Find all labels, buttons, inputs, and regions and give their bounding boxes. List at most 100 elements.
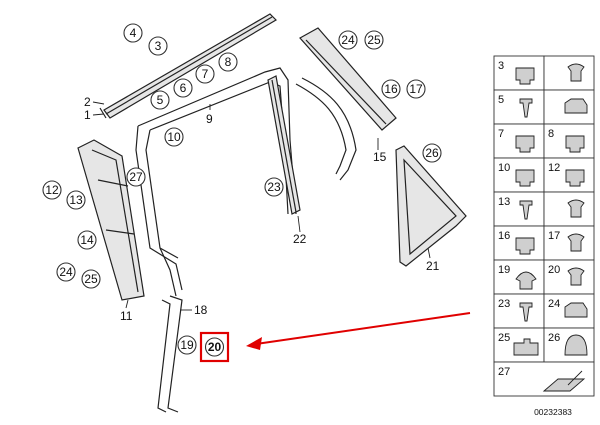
legend-cell[interactable]: 19	[493, 259, 545, 295]
clip-icon	[515, 67, 535, 85]
svg-text:20: 20	[208, 340, 222, 354]
legend-cell[interactable]: 8	[543, 123, 595, 159]
legend-cell[interactable]: 7	[493, 123, 545, 159]
bracket-clip-icon	[564, 98, 588, 114]
svg-text:23: 23	[267, 180, 281, 194]
callout-14[interactable]: 14	[77, 230, 97, 250]
legend-cell[interactable]: 12	[543, 157, 595, 193]
legend-cell-number: 5	[498, 94, 504, 106]
legend-cell[interactable]: 24	[543, 293, 595, 329]
svg-text:24: 24	[341, 33, 355, 47]
legend-cell-number: 10	[498, 162, 510, 174]
callout-5[interactable]: 5	[150, 90, 170, 110]
legend-cell[interactable]: 16	[493, 225, 545, 261]
label-11: 11	[120, 309, 133, 323]
callout-8[interactable]: 8	[218, 52, 238, 72]
legend-cell[interactable]: 3	[493, 55, 545, 91]
dome-clip-icon	[515, 271, 537, 290]
legend-cell[interactable]: 25	[493, 327, 545, 363]
callout-24a[interactable]: 24	[56, 262, 76, 282]
label-9: 9	[206, 112, 213, 126]
top-right-trim	[299, 27, 397, 131]
legend-cell-number: 12	[548, 162, 560, 174]
legend-cell[interactable]	[543, 89, 595, 125]
bracket-clip-icon	[564, 302, 588, 318]
callout-17[interactable]: 17	[406, 79, 426, 99]
label-15: 15	[373, 150, 387, 164]
callout-16[interactable]: 16	[381, 79, 401, 99]
callouts: 4 3 5 6 7 8 10 12 13 27 14 24 25 24 25 1…	[42, 23, 442, 355]
legend-cell-number: 26	[548, 332, 560, 344]
legend-cell-number: 3	[498, 60, 504, 72]
push-rivet-icon	[567, 199, 585, 218]
legend-cell-number: 23	[498, 298, 510, 310]
svg-text:10: 10	[167, 130, 181, 144]
part-drawings	[77, 13, 467, 413]
cap-icon	[564, 334, 588, 356]
callout-23[interactable]: 23	[264, 177, 284, 197]
legend-cell[interactable]: 13	[493, 191, 545, 227]
svg-text:14: 14	[80, 233, 94, 247]
svg-text:7: 7	[202, 67, 209, 81]
door-frame-seal	[137, 67, 297, 215]
legend-cell[interactable]: 17	[543, 225, 595, 261]
svg-text:25: 25	[367, 33, 381, 47]
svg-text:19: 19	[180, 338, 194, 352]
triangle-window	[395, 145, 467, 267]
legend-cell-number: 13	[498, 196, 510, 208]
svg-text:17: 17	[409, 82, 423, 96]
screw-icon	[519, 302, 533, 322]
legend-cell-number: 17	[548, 230, 560, 242]
legend-cell[interactable]: 26	[543, 327, 595, 363]
legend-cell[interactable]	[543, 191, 595, 227]
callout-4[interactable]: 4	[123, 23, 143, 43]
svg-text:12: 12	[45, 183, 59, 197]
svg-text:24: 24	[59, 265, 73, 279]
svg-text:3: 3	[155, 39, 162, 53]
legend-cell[interactable]: 23	[493, 293, 545, 329]
callout-27[interactable]: 27	[126, 167, 146, 187]
label-2: 2	[84, 95, 91, 109]
highlighted-callout[interactable]: 20	[199, 331, 230, 363]
legend-cell[interactable]: 5	[493, 89, 545, 125]
callout-10[interactable]: 10	[164, 127, 184, 147]
callout-19[interactable]: 19	[177, 335, 197, 355]
svg-text:8: 8	[225, 55, 232, 69]
legend-cell-number: 20	[548, 264, 560, 276]
legend-cell[interactable]	[543, 55, 595, 91]
svg-text:27: 27	[129, 170, 143, 184]
legend-cell[interactable]: 10	[493, 157, 545, 193]
clip-icon	[515, 135, 535, 153]
push-rivet-icon	[567, 63, 585, 82]
callout-26[interactable]: 26	[422, 143, 442, 163]
label-22: 22	[293, 232, 307, 246]
callout-7[interactable]: 7	[195, 64, 215, 84]
legend-cell[interactable]: 27	[493, 361, 595, 397]
callout-12[interactable]: 12	[42, 180, 62, 200]
curved-strip	[301, 77, 357, 181]
callout-25b[interactable]: 25	[364, 30, 384, 50]
callout-13[interactable]: 13	[66, 190, 86, 210]
callout-3[interactable]: 3	[148, 36, 168, 56]
svg-text:25: 25	[84, 272, 98, 286]
legend-cell-number: 24	[548, 298, 560, 310]
legend-cell-number: 16	[498, 230, 510, 242]
legend-cell-number: 27	[498, 366, 510, 378]
callout-25a[interactable]: 25	[81, 269, 101, 289]
legend-cell-number: 25	[498, 332, 510, 344]
clip-icon	[565, 169, 585, 187]
svg-text:26: 26	[425, 146, 439, 160]
callout-6[interactable]: 6	[173, 78, 193, 98]
labels: 2 1 9 15 11 18 22 21	[84, 95, 440, 323]
push-rivet-icon	[567, 267, 585, 286]
svg-text:13: 13	[69, 193, 83, 207]
legend-cell[interactable]: 20	[543, 259, 595, 295]
clip-icon	[565, 135, 585, 153]
block-icon	[513, 338, 539, 356]
vertical-seal	[167, 295, 183, 413]
svg-text:4: 4	[130, 26, 137, 40]
callout-24b[interactable]: 24	[338, 30, 358, 50]
svg-text:5: 5	[157, 93, 164, 107]
